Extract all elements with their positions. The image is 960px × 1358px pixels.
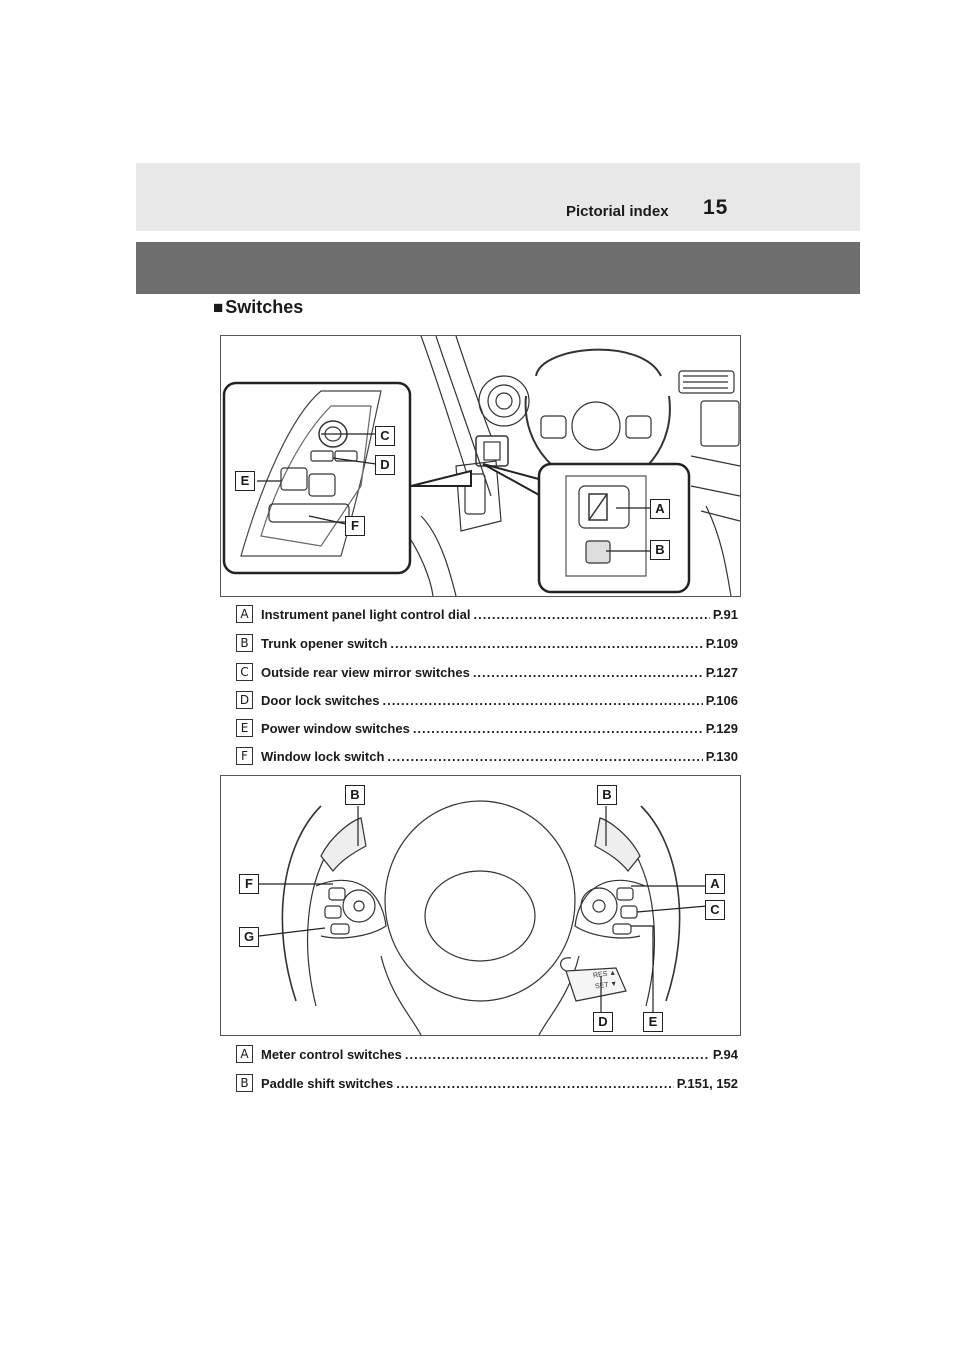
legend-label: Power window switches xyxy=(261,720,410,736)
header-band xyxy=(136,163,860,231)
legend-label: Door lock switches xyxy=(261,692,380,708)
page-reference: P.94 xyxy=(712,1046,738,1062)
callout-b-left: B xyxy=(345,785,365,805)
legend-badge: A xyxy=(236,605,253,623)
page-reference: P.91 xyxy=(712,606,738,622)
legend-badge: C xyxy=(236,663,253,681)
legend-item: F Window lock switch P.130 xyxy=(236,747,738,765)
page-reference: P.130 xyxy=(705,748,738,764)
legend-label: Meter control switches xyxy=(261,1046,402,1062)
page-reference: P.106 xyxy=(705,692,738,708)
callout-f: F xyxy=(345,516,365,536)
section-bullet: ■ xyxy=(213,298,224,317)
legend-badge: A xyxy=(236,1045,253,1063)
callout-e: E xyxy=(643,1012,663,1032)
legend-label: Window lock switch xyxy=(261,748,385,764)
door-switches-illustration: C D E F A B xyxy=(220,335,741,597)
legend-item: B Paddle shift switches P.151, 152 xyxy=(236,1074,738,1092)
page-reference: P.129 xyxy=(705,720,738,736)
section-title-text: Switches xyxy=(225,297,304,317)
page-number: 15 xyxy=(703,196,729,219)
callout-b-right: B xyxy=(597,785,617,805)
legend-badge: F xyxy=(236,747,253,765)
callout-d: D xyxy=(375,455,395,475)
legend-item: C Outside rear view mirror switches P.127 xyxy=(236,663,738,681)
callout-c: C xyxy=(375,426,395,446)
legend-badge: B xyxy=(236,634,253,652)
page-reference: P.109 xyxy=(705,635,738,651)
callout-g: G xyxy=(239,927,259,947)
legend-badge: E xyxy=(236,719,253,737)
legend-item: A Meter control switches P.94 xyxy=(236,1045,738,1063)
legend-item: B Trunk opener switch P.109 xyxy=(236,634,738,652)
callout-c: C xyxy=(705,900,725,920)
page-reference: P.127 xyxy=(705,664,738,680)
legend-badge: B xyxy=(236,1074,253,1092)
callout-b: B xyxy=(650,540,670,560)
callout-f: F xyxy=(239,874,259,894)
callout-e: E xyxy=(235,471,255,491)
legend-badge: D xyxy=(236,691,253,709)
legend-item: E Power window switches P.129 xyxy=(236,719,738,737)
callout-a: A xyxy=(650,499,670,519)
callout-a: A xyxy=(705,874,725,894)
legend-item: D Door lock switches P.106 xyxy=(236,691,738,709)
steering-wheel-drawing xyxy=(258,800,708,1035)
legend-label: Trunk opener switch xyxy=(261,635,388,651)
section-title: ■Switches xyxy=(213,297,303,318)
callout-d: D xyxy=(593,1012,613,1032)
legend-label: Paddle shift switches xyxy=(261,1075,394,1091)
steering-wheel-illustration: RES ▲ SET ▼ B B F A C G D E xyxy=(220,775,741,1036)
chapter-band xyxy=(136,242,860,294)
page-header-title: Pictorial index xyxy=(566,203,669,220)
page-reference: P.151, 152 xyxy=(676,1075,738,1091)
legend-label: Instrument panel light control dial xyxy=(261,606,471,622)
legend-item: A Instrument panel light control dial P.9… xyxy=(236,605,738,623)
legend-label: Outside rear view mirror switches xyxy=(261,664,470,680)
